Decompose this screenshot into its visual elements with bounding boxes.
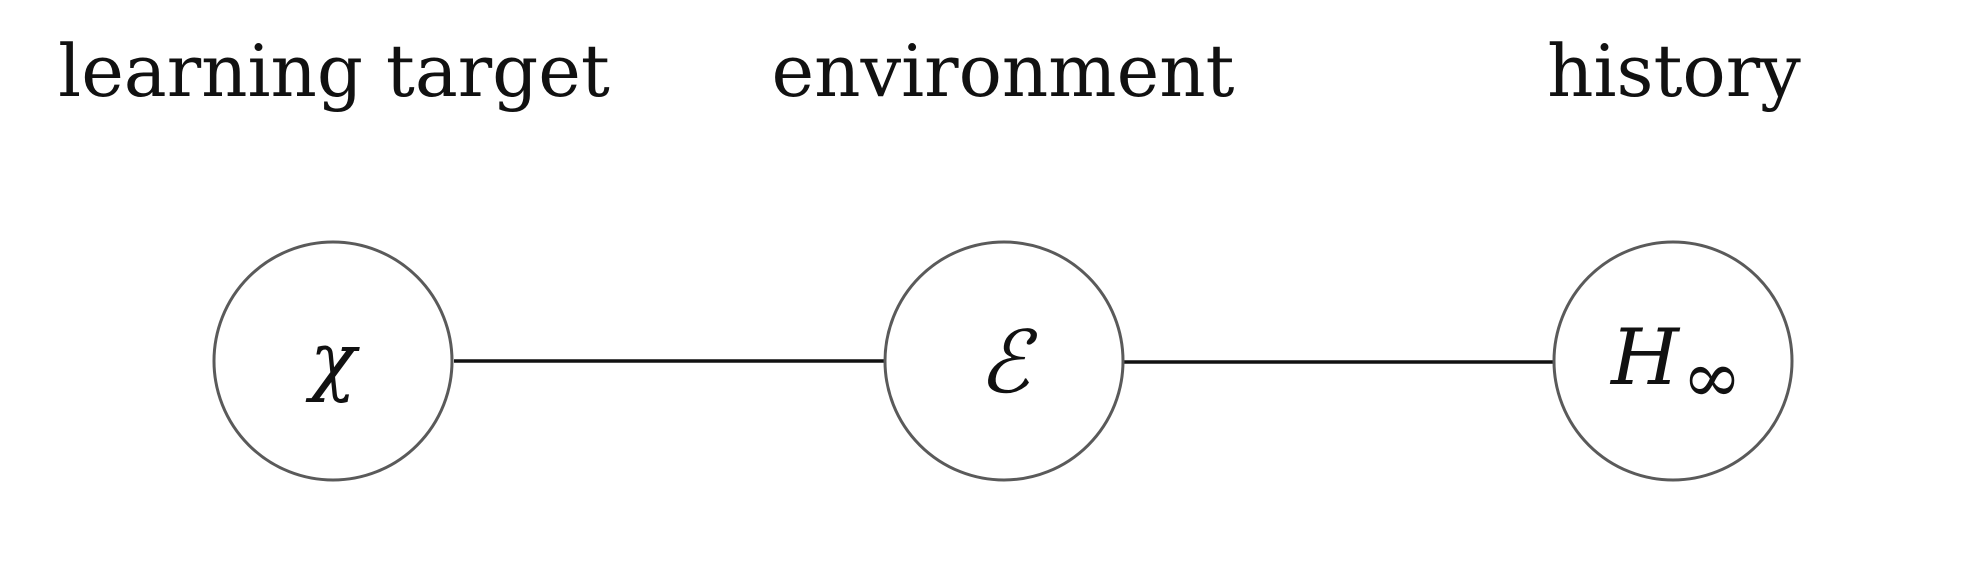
node-circle-environment xyxy=(883,240,1125,482)
node-circle-learning-target xyxy=(212,240,454,482)
history-symbol: H xyxy=(1609,313,1681,403)
node-learning-target: χ xyxy=(212,240,454,482)
chi-symbol: χ xyxy=(305,315,360,404)
heading-history: history xyxy=(1547,29,1801,113)
node-history: H ∞ xyxy=(1552,240,1794,482)
heading-learning-target: learning target xyxy=(58,29,610,113)
node-environment: ℰ xyxy=(883,240,1125,482)
heading-environment: environment xyxy=(771,29,1234,113)
node-circle-history xyxy=(1552,240,1794,482)
environment-symbol: ℰ xyxy=(978,313,1038,413)
infinity-subscript: ∞ xyxy=(1682,335,1742,419)
